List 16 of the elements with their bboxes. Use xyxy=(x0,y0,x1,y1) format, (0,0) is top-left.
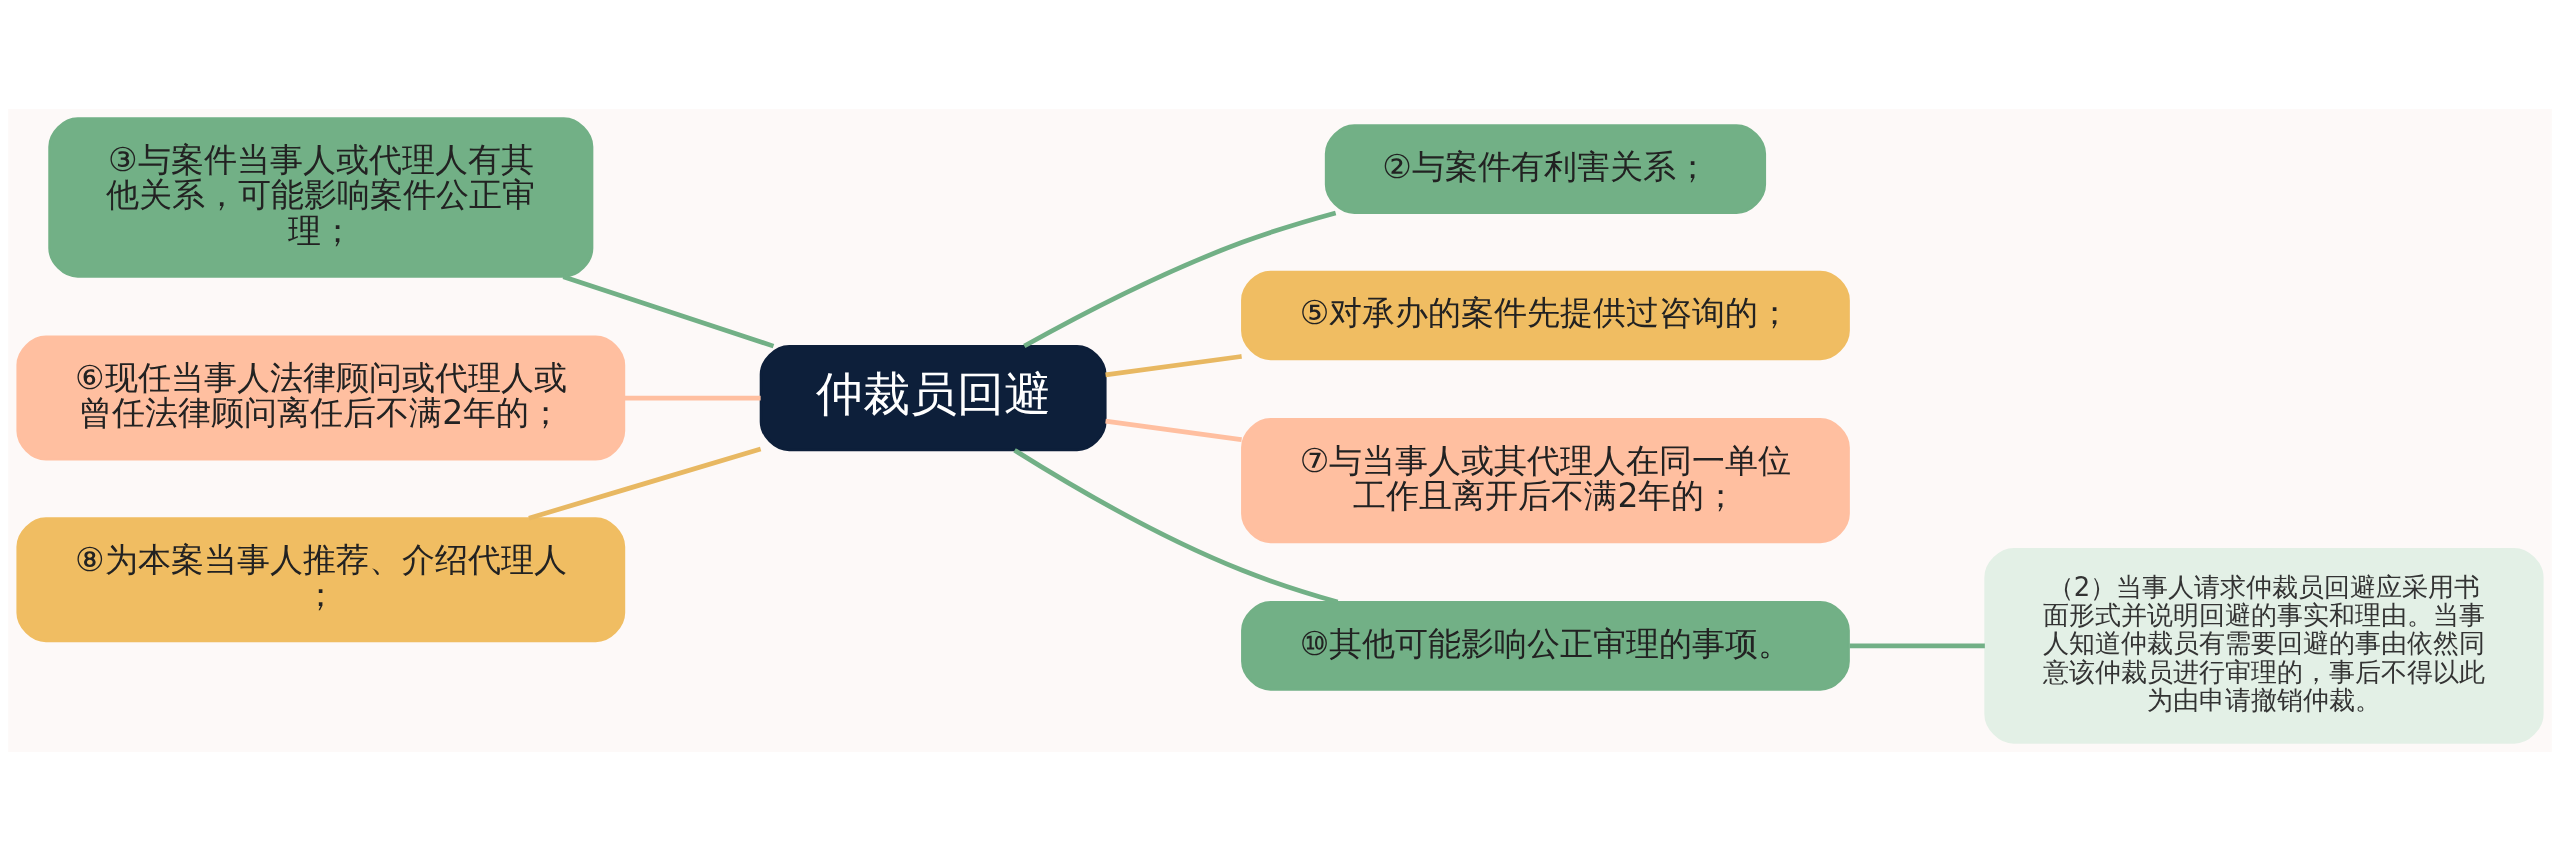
connector xyxy=(1849,643,1985,649)
node-box: ③与案件当事人或代理人有其他关系，可能影响案件公正审理； xyxy=(48,117,594,278)
node-box: ⑧为本案当事人推荐、介绍代理人； xyxy=(16,517,626,643)
node-box: ②与案件有利害关系； xyxy=(1324,124,1767,214)
connector xyxy=(1105,354,1242,378)
connector xyxy=(1105,418,1242,442)
connector xyxy=(562,274,775,349)
connector xyxy=(1023,210,1337,349)
node-box: 仲裁员回避 xyxy=(759,344,1107,452)
node-box: ⑥现任当事人法律顾问或代理人或曾任法律顾问离任后不满2年的； xyxy=(16,335,626,461)
node-box: ⑩其他可能影响公正审理的事项。 xyxy=(1241,601,1850,691)
connector xyxy=(624,395,761,401)
connector xyxy=(528,446,762,521)
node-box: （2）当事人请求仲裁员回避应采用书面形式并说明回避的事实和理由。当事人知道仲裁员有需要回避的事由依然同意该仲裁员进行审理的，事后不得以此为由申请撤销仲裁。 xyxy=(1984,547,2544,744)
node-box: ⑤对承办的案件先提供过咨询的； xyxy=(1241,270,1850,361)
node-box: ⑦与当事人或其代理人在同一单位工作且离开后不满2年的； xyxy=(1241,418,1850,544)
